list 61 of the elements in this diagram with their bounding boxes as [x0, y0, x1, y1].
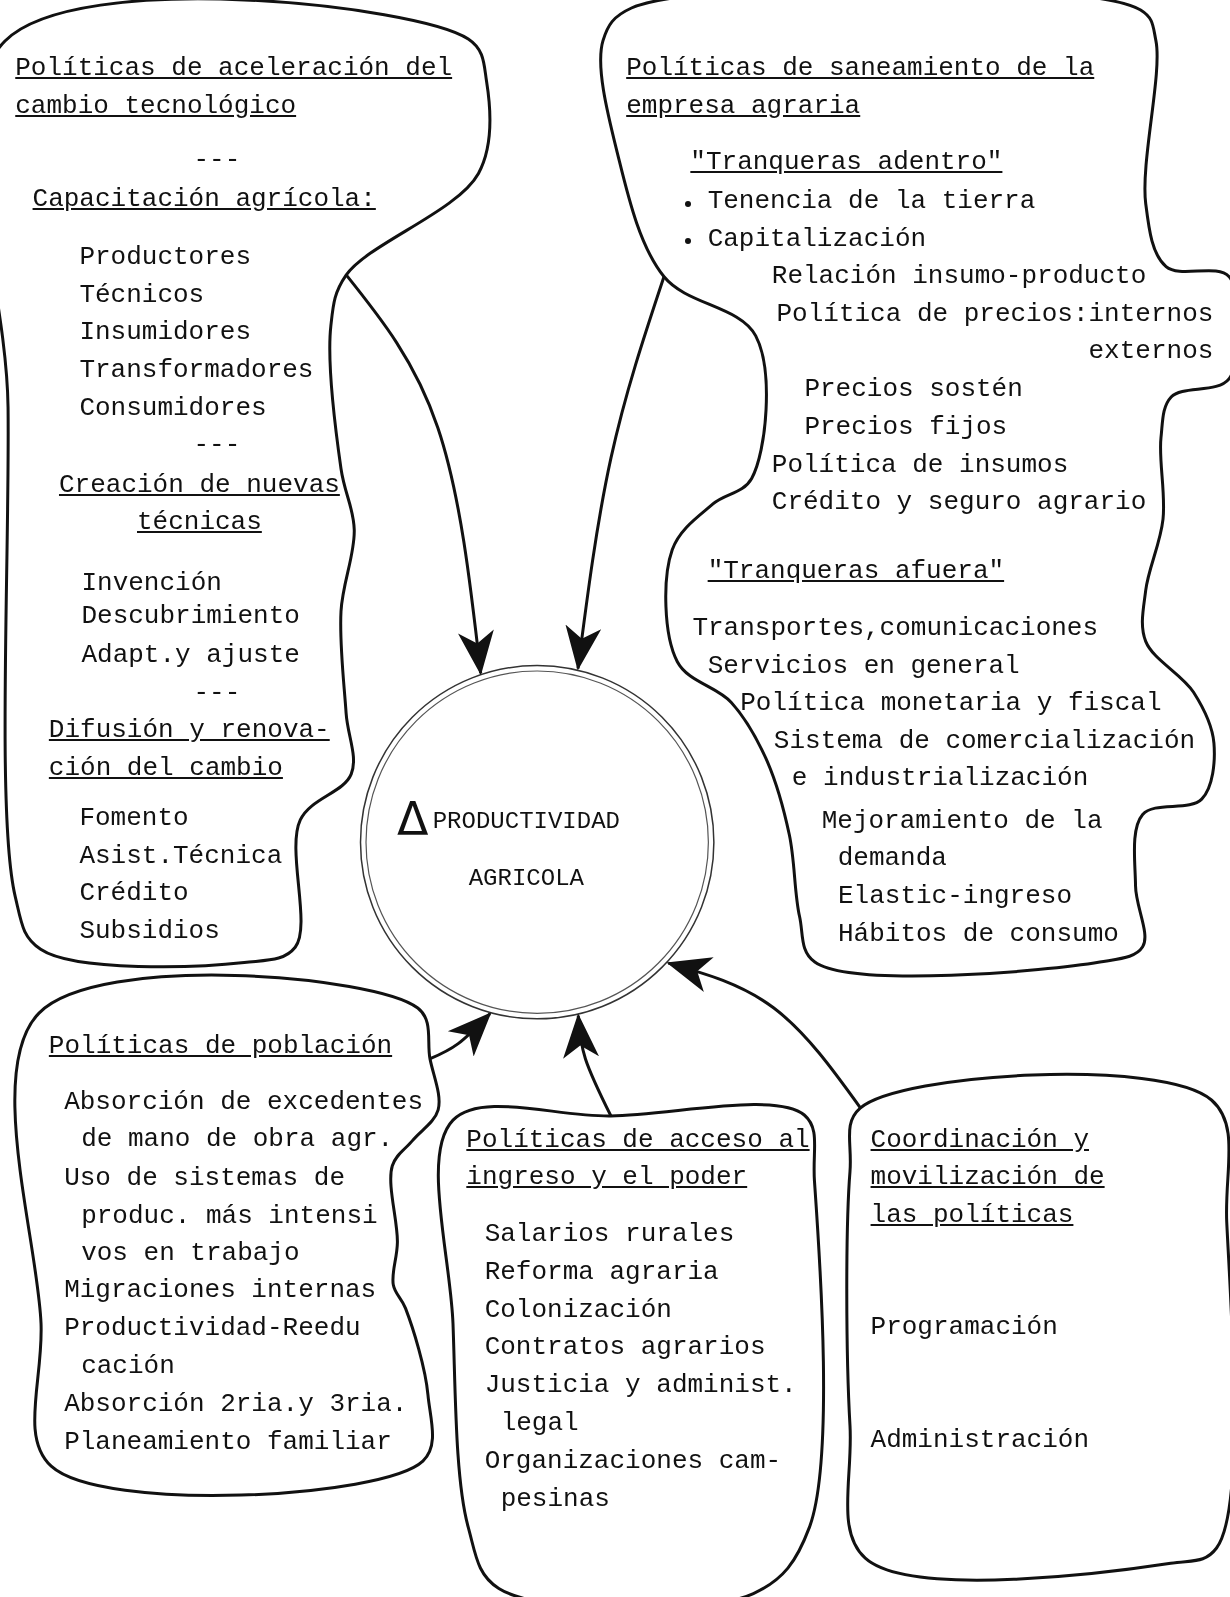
section-heading: Creación de nuevas técnicas	[58, 468, 341, 540]
list-item: Transformadores	[79, 353, 314, 387]
list-item: Asist.Técnica	[79, 839, 283, 873]
list-item: Consumidores	[79, 391, 267, 425]
list-item: Mejoramiento de la demanda	[821, 804, 1104, 876]
list-item: Transportes,comunicaciones	[692, 612, 1099, 646]
list-item: Política de insumos	[771, 448, 1069, 482]
list-item: Subsidios	[79, 914, 220, 948]
list-item: Productores	[79, 240, 252, 274]
list-item: Administración	[870, 1424, 1089, 1457]
list-item: Productividad-Reedu cación	[64, 1312, 362, 1383]
list-item: Sistema de comercialización e industrialización	[773, 724, 1197, 795]
list-item: Organizaciones cam- pesinas	[484, 1445, 783, 1516]
curved-arrow	[429, 1012, 492, 1061]
list-item: Adapt.y ajuste	[81, 638, 300, 672]
curved-arrow	[563, 1013, 613, 1117]
list-item: Tenencia de la tierra	[707, 184, 1036, 218]
separator-dashes: ---	[193, 676, 241, 710]
list-item: Uso de sistemas de produc. más intensi vos en trabajo	[64, 1162, 379, 1271]
list-item: Política de precios:internos externos	[775, 297, 1214, 369]
section-heading: Políticas de aceleración del cambio tecnológico	[15, 52, 454, 123]
list-item: Elastic-ingreso	[838, 880, 1073, 914]
list-item: Servicios en general	[707, 650, 1020, 684]
list-item: Descubrimiento	[81, 600, 300, 634]
list-item: Insumidores	[79, 316, 252, 350]
section-heading: Políticas de acceso al ingreso y el poder	[466, 1123, 811, 1195]
section-heading: "Tranqueras adentro"	[690, 146, 1003, 180]
list-item: Colonización	[484, 1293, 672, 1327]
list-item: Precios sostén	[804, 373, 1023, 407]
separator-dashes: ---	[193, 429, 241, 463]
section-heading: Políticas de saneamiento de la empresa agraria	[626, 52, 1096, 123]
list-item: Absorción de excedentes de mano de obra agr.	[64, 1085, 424, 1157]
list-item: Fomento	[79, 801, 189, 835]
list-item: Contratos agrarios	[484, 1331, 766, 1365]
curved-arrow	[345, 274, 494, 676]
list-item: Capitalización	[707, 222, 927, 256]
list-item: Técnicos	[79, 278, 205, 312]
list-item: Planeamiento familiar	[64, 1426, 392, 1460]
separator-dashes: ---	[193, 144, 241, 178]
section-heading: "Tranqueras afuera"	[707, 555, 1005, 589]
section-heading: Coordinación y movilización de las políticas	[870, 1123, 1106, 1232]
list-item: Reforma agraria	[484, 1256, 719, 1289]
section-heading: Políticas de población	[48, 1029, 393, 1063]
list-item: Precios fijos	[804, 410, 1008, 444]
curved-arrow	[666, 957, 862, 1109]
delta-symbol: Δ	[397, 790, 429, 847]
curved-arrow	[565, 276, 666, 671]
list-item: Migraciones internas	[64, 1274, 377, 1308]
list-item: Hábitos de consumo	[838, 917, 1119, 951]
list-item: Programación	[870, 1311, 1058, 1344]
section-heading: Difusión y renova- ción del cambio	[48, 714, 331, 785]
list-item: Crédito y seguro agrario	[771, 486, 1147, 520]
list-item: Absorción 2ria.y 3ria.	[64, 1388, 408, 1422]
center-label: PRODUCTIVIDAD AGRICOLA	[432, 806, 620, 894]
section-heading: Capacitación agrícola:	[32, 182, 376, 216]
list-item: Justicia y administ. legal	[484, 1369, 798, 1440]
list-item: Relación insumo-producto	[771, 260, 1147, 294]
list-item: Política monetaria y fiscal	[740, 686, 1162, 720]
list-item: Salarios rurales	[484, 1218, 735, 1252]
list-item: Invención	[81, 566, 222, 600]
list-item: Crédito	[79, 877, 189, 911]
